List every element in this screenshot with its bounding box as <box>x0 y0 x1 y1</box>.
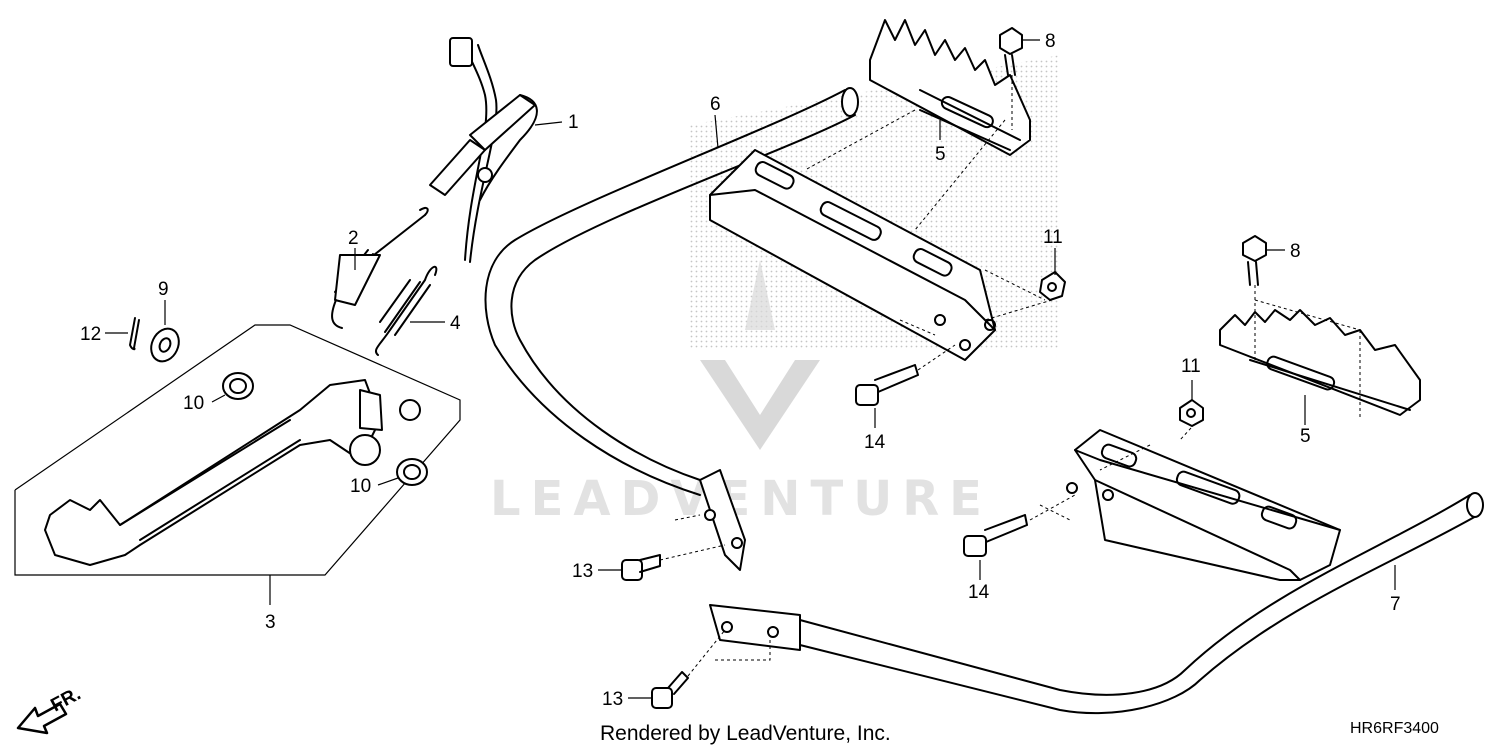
part-14-bolt-lower <box>963 514 1028 557</box>
callout-2[interactable]: 2 <box>348 228 359 249</box>
callout-5-upper[interactable]: 5 <box>935 144 946 165</box>
part-8-bolt-lower <box>1242 235 1267 286</box>
part-6-step-bar <box>484 87 996 571</box>
callout-10-right[interactable]: 10 <box>350 476 371 497</box>
alignment-lines <box>659 75 1361 677</box>
diagram-code: HR6RF3400 <box>1350 720 1439 737</box>
callout-4[interactable]: 4 <box>450 313 461 334</box>
callout-8-upper[interactable]: 8 <box>1045 31 1056 52</box>
watermark-logo-icon <box>700 260 820 450</box>
part-9-washer <box>150 327 180 363</box>
callout-14-lower[interactable]: 14 <box>968 582 990 603</box>
part-11-nut-upper <box>1039 271 1066 301</box>
part-13-bolt-lower <box>651 671 689 709</box>
callout-11-lower[interactable]: 11 <box>1181 356 1201 377</box>
part-11-nut-lower <box>1179 399 1204 427</box>
callout-13-lower[interactable]: 13 <box>602 689 623 710</box>
leader-lines <box>105 39 1396 699</box>
callout-13-upper[interactable]: 13 <box>572 561 593 582</box>
callout-12[interactable]: 12 <box>80 324 101 345</box>
callout-10-left[interactable]: 10 <box>183 393 204 414</box>
part-1-switch <box>429 37 538 263</box>
direction-arrow-icon <box>16 702 68 735</box>
callout-9[interactable]: 9 <box>158 279 169 300</box>
part-12-pin <box>129 317 140 351</box>
part-4-spring <box>374 265 438 356</box>
callouts: 1 2 3 4 5 5 6 7 8 8 9 10 10 11 11 12 13 … <box>80 31 1401 710</box>
part-5-footpeg-lower <box>1219 309 1421 416</box>
part-8-bolt-upper <box>999 27 1023 76</box>
footer-credit: Rendered by LeadVenture, Inc. <box>600 722 891 745</box>
callout-3[interactable]: 3 <box>265 612 276 633</box>
part-7-step-bar <box>709 429 1484 715</box>
callout-11-upper[interactable]: 11 <box>1043 227 1063 248</box>
front-direction-indicator: FR. <box>16 684 84 735</box>
part-2-spring <box>331 206 429 329</box>
callout-1[interactable]: 1 <box>568 112 579 133</box>
callout-14-upper[interactable]: 14 <box>864 432 886 453</box>
callout-8-lower[interactable]: 8 <box>1290 241 1301 262</box>
watermark-text: LEADVENTURE <box>490 471 992 527</box>
part-3-brake-pedal <box>14 324 461 576</box>
part-14-bolt-upper <box>855 364 919 406</box>
callout-5-lower[interactable]: 5 <box>1300 426 1311 447</box>
part-5-footpeg-upper <box>869 19 1031 156</box>
callout-7[interactable]: 7 <box>1390 594 1401 615</box>
part-13-bolt-upper <box>621 554 661 581</box>
callout-6[interactable]: 6 <box>710 94 721 115</box>
